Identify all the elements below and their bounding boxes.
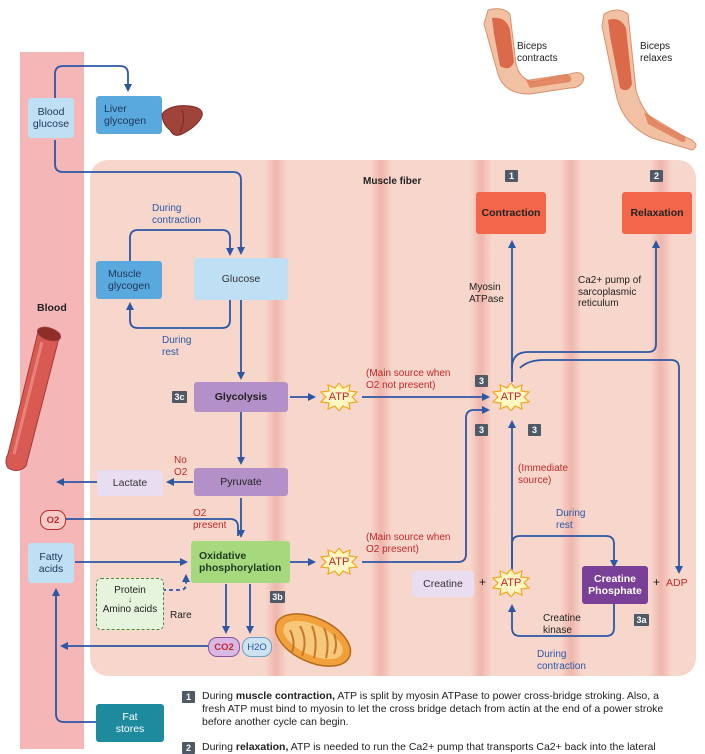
badge-3b: 3b bbox=[270, 591, 285, 603]
biceps-relaxes-illustration bbox=[596, 4, 702, 152]
glucose-box: Glucose bbox=[194, 258, 288, 300]
lactate-box: Lactate bbox=[97, 470, 163, 496]
note-1-badge: 1 bbox=[182, 691, 195, 703]
creatine-box: Creatine bbox=[412, 571, 474, 597]
blood-vessel-illustration bbox=[2, 326, 66, 474]
atp-creatine-burst: ATP bbox=[492, 569, 530, 597]
mitochondrion-illustration bbox=[270, 608, 356, 672]
plus-sign-2: + bbox=[653, 575, 661, 589]
protein-box: Protein ↓ Amino acids bbox=[96, 578, 164, 630]
badge-3-top: 3 bbox=[475, 375, 488, 387]
adp-label: ADP bbox=[666, 577, 688, 589]
atp-oxidative-burst: ATP bbox=[320, 548, 358, 576]
liver-icon bbox=[160, 104, 204, 138]
badge-3c: 3c bbox=[172, 391, 187, 403]
glycolysis-box: Glycolysis bbox=[194, 382, 288, 412]
plus-sign-1: + bbox=[479, 575, 487, 589]
note-2-badge: 2 bbox=[182, 742, 195, 754]
note-1-text: During muscle contraction, ATP is split … bbox=[202, 690, 664, 728]
badge-3a: 3a bbox=[634, 614, 649, 626]
muscle-fiber-title: Muscle fiber bbox=[363, 176, 422, 187]
h2o-bubble: H2O bbox=[242, 637, 272, 657]
badge-3-left: 3 bbox=[475, 424, 488, 436]
muscle-fiber-panel bbox=[90, 160, 696, 676]
o2-badge: O2 bbox=[40, 510, 66, 530]
relaxation-box: Relaxation bbox=[622, 192, 692, 234]
badge-2: 2 bbox=[650, 170, 663, 182]
co2-bubble: CO2 bbox=[208, 637, 240, 657]
atp-central-burst: ATP bbox=[492, 383, 530, 411]
pyruvate-box: Pyruvate bbox=[194, 468, 288, 496]
atp-glycolysis-burst: ATP bbox=[320, 383, 358, 411]
rare-label: Rare bbox=[170, 610, 192, 621]
biceps-contracts-illustration bbox=[470, 4, 590, 96]
badge-1: 1 bbox=[505, 170, 518, 182]
contraction-box: Contraction bbox=[476, 192, 546, 234]
badge-3-right: 3 bbox=[528, 424, 541, 436]
note-2-text: During relaxation, ATP is needed to run … bbox=[202, 741, 656, 753]
blood-label: Blood bbox=[37, 302, 67, 314]
